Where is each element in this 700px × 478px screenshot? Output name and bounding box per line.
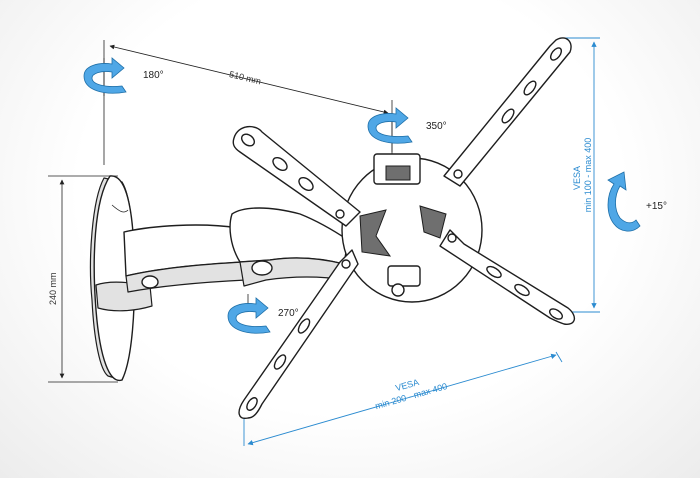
head-plate-top-slot [385, 165, 411, 181]
vesa-arm-lower-right [439, 229, 575, 325]
vesa-arm-ll-body [238, 249, 359, 419]
rotation-350: 350° [367, 107, 447, 144]
head-plate-cutout-right [419, 205, 447, 239]
vesa-arm-ul-slot-1 [240, 133, 256, 147]
vesa-arm-ul-body [232, 125, 361, 227]
vesa-arm-lr-bolt [447, 233, 457, 243]
rotation-tilt: +15° [607, 171, 667, 232]
wall-plate-slot-top [111, 204, 129, 213]
vesa-arm-ur-bolt [453, 169, 463, 179]
vesa-v-range: min 100 - max 400 [583, 138, 593, 213]
head-plate-cutout-left [359, 209, 392, 257]
vesa-arm-ul-bolt [335, 209, 345, 219]
first-arm [123, 224, 247, 293]
vesa-arm-ur-slot-1 [549, 47, 563, 61]
vesa-horizontal-dimension: VESA min 200 - max 400 [243, 351, 563, 446]
dim-label-240: 240 mm [48, 272, 58, 305]
vesa-arm-ul-slot-2 [272, 156, 288, 172]
vesa-arm-ll-bolt [341, 259, 351, 269]
vesa-arm-ul-slot-3 [298, 176, 314, 192]
vesa-arm-lr-body [439, 229, 575, 325]
dim-line-510 [109, 44, 389, 115]
second-arm-pivot [251, 260, 273, 276]
vesa-arm-upper-right [443, 37, 572, 187]
vesa-h-extension-right [555, 351, 563, 363]
head-plate [341, 116, 483, 303]
second-arm [229, 207, 349, 312]
vesa-arm-ll-slot-1 [246, 397, 258, 411]
head-plate-bottom-clip [387, 265, 421, 287]
vesa-h-line [247, 353, 557, 446]
dim-label-510: 510 mm [228, 69, 262, 86]
rotation-label-tilt: +15° [646, 201, 667, 212]
head-plate-screw [391, 283, 405, 297]
rotation-label-270: 270° [278, 308, 299, 319]
vesa-arm-lr-slot-3 [486, 265, 502, 279]
wall-plate-front [93, 175, 136, 382]
rotation-arrow-350-icon [367, 107, 413, 144]
rotation-label-180: 180° [143, 70, 164, 81]
vesa-arm-upper-left [232, 125, 361, 227]
rotation-180: 180° [83, 57, 164, 96]
vesa-arm-ur-slot-2 [523, 80, 537, 96]
rotation-label-350: 350° [426, 121, 447, 132]
vesa-arm-ll-slot-2 [273, 354, 287, 370]
vesa-arm-lr-slot-2 [514, 283, 530, 297]
vesa-vertical-dimension: VESA min 100 - max 400 [560, 37, 600, 313]
vesa-arm-lr-slot-1 [548, 308, 564, 320]
vesa-arm-ll-slot-3 [297, 318, 311, 334]
vesa-arm-lower-left [238, 249, 359, 419]
dimension-240mm: 240 mm [48, 175, 118, 383]
second-arm-top [229, 207, 349, 265]
wall-plate [89, 175, 153, 382]
vesa-arm-ur-slot-3 [501, 108, 515, 124]
rotation-arrow-270-icon [227, 297, 271, 334]
rotation-270: 270° [227, 297, 299, 334]
rotation-arrow-tilt-icon [607, 171, 641, 232]
rotation-arrow-180-icon [83, 57, 127, 94]
first-arm-pivot [141, 275, 159, 289]
vesa-v-title: VESA [572, 166, 582, 190]
